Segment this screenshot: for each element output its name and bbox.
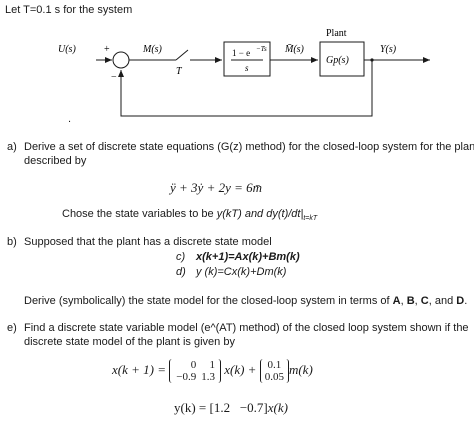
sep-3: , and xyxy=(428,295,457,307)
part-a-marker: a) xyxy=(7,141,17,153)
matrix-a: 0 1 −0.9 1.3 xyxy=(169,359,221,384)
summing-junction xyxy=(112,51,130,69)
part-e-line2: discrete state model of the plant is giv… xyxy=(24,336,235,348)
feedback-path xyxy=(118,60,373,117)
a11: 0 xyxy=(190,359,197,372)
a12: 1 xyxy=(209,359,215,372)
plant-block xyxy=(319,41,365,77)
zoh-block xyxy=(223,41,271,77)
output-end: x(k) xyxy=(267,400,288,415)
letter-a: A xyxy=(392,295,401,307)
letter-c: C xyxy=(420,295,429,307)
letter-b: B xyxy=(406,295,415,307)
a21: −0.9 xyxy=(176,371,197,384)
state-mid: x(k) + xyxy=(224,362,257,377)
plant-tf: Gp(s) xyxy=(326,55,349,66)
plant-title: Plant xyxy=(326,28,347,39)
part-b-marker: b) xyxy=(7,236,17,248)
part-b-derive: Derive (symbolically) the state model fo… xyxy=(24,294,467,308)
output-label: Y(s) xyxy=(380,44,397,55)
minus-sign: − xyxy=(111,72,117,83)
sampler-label: T xyxy=(176,66,183,77)
part-a-line2: described by xyxy=(24,155,87,167)
output-equation: y(k) = [1.2 −0.7]x(k) xyxy=(174,400,288,416)
states-prefix: Chose the state variables to be xyxy=(62,208,217,220)
states-vars: y(kT) and dy(t)/dt| xyxy=(216,208,304,220)
part-a-equation: ÿ + 3ẏ + 2y = 6m̄ xyxy=(170,180,263,195)
state-end: m(k) xyxy=(288,362,313,377)
sep-2: , xyxy=(414,295,421,307)
takeoff-dot xyxy=(370,58,374,62)
derive-end: . xyxy=(464,295,468,307)
header-text: Let T=0.1 s for the system xyxy=(5,4,133,16)
zoh-exponent: −Ts xyxy=(256,45,267,53)
part-a-line1: Derive a set of discrete state equations… xyxy=(24,141,474,153)
part-d-marker: d) xyxy=(176,266,186,278)
state-equation: x(k + 1) = 0 1 −0.9 1.3 x(k) + 0.1 0.05 … xyxy=(112,357,313,384)
part-c-marker: c) xyxy=(176,251,186,263)
part-e-marker: e) xyxy=(7,322,17,334)
input-label: U(s) xyxy=(58,44,76,55)
zoh-denominator: s xyxy=(245,63,249,73)
matrix-b: 0.1 0.05 xyxy=(259,359,289,384)
part-a-states: Chose the state variables to be y(kT) an… xyxy=(62,207,317,226)
part-d-equation: y (k)=Cx(k)+Dm(k) xyxy=(196,266,287,278)
part-b-text: Supposed that the plant has a discrete s… xyxy=(24,236,272,248)
part-c-equation: x(k+1)=Ax(k)+Bm(k) xyxy=(196,251,300,263)
b2: 0.05 xyxy=(264,371,284,384)
derive-prefix: Derive (symbolically) the state model fo… xyxy=(24,295,393,307)
stray-dot: . xyxy=(68,113,72,125)
zoh-numerator: 1 − e xyxy=(232,48,250,58)
plus-sign: + xyxy=(104,44,110,55)
output-lhs: y(k) = [1.2 −0.7] xyxy=(174,400,268,415)
state-lhs: x(k + 1) = xyxy=(112,362,166,377)
zoh-output-label: M̄(s) xyxy=(284,43,305,55)
b1: 0.1 xyxy=(267,359,282,372)
part-e-line1: Find a discrete state variable model (e^… xyxy=(24,322,469,334)
block-diagram: U(s) + − M(s) T 1 − e −Ts s M̄(s) Plant … xyxy=(58,28,430,117)
a22: 1.3 xyxy=(201,371,215,384)
sampler-switch xyxy=(175,49,189,61)
sampled-signal-label: M(s) xyxy=(142,44,163,55)
sep-1: , xyxy=(400,295,407,307)
letter-d: D xyxy=(456,295,465,307)
states-sub: t=kT xyxy=(303,215,318,223)
